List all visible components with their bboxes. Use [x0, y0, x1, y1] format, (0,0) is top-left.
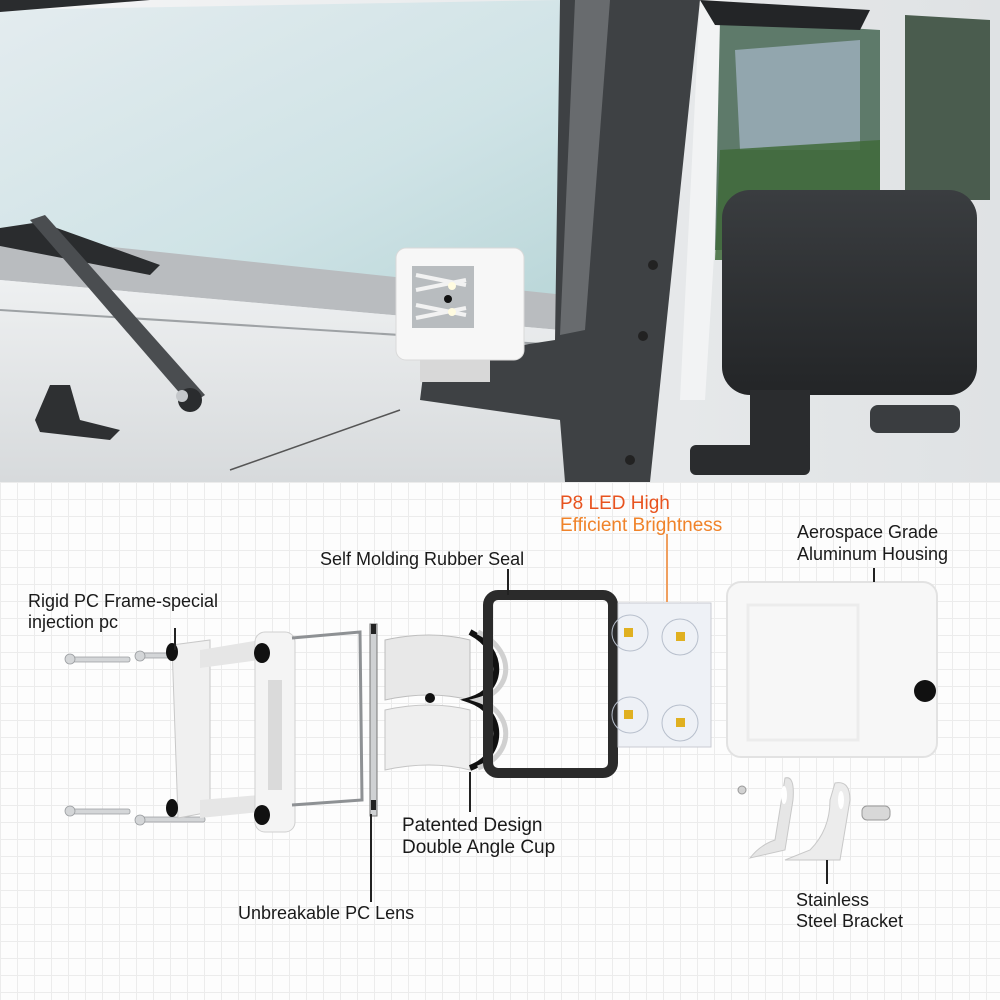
vehicle-photo-illustration — [0, 0, 1000, 482]
exploded-view-diagram — [0, 482, 1000, 1000]
leader-housing — [873, 568, 875, 582]
hood-latch — [35, 385, 120, 440]
led-label-line1: P8 LED High — [560, 493, 670, 514]
leader-bracket — [826, 860, 828, 884]
bracket-label-line1: Stainless — [796, 890, 870, 910]
double-angle-cup — [384, 629, 509, 771]
cup-label-line2: Double Angle Cup — [402, 837, 556, 858]
led-pod-light-photo — [395, 247, 525, 382]
frame-label-line1: Rigid PC Frame-special — [28, 591, 219, 611]
leader-led — [666, 534, 668, 602]
lens-label: Unbreakable PC Lens — [238, 903, 415, 923]
leader-cup — [469, 772, 471, 812]
product-photo — [0, 0, 1000, 482]
cup-label-line1: Patented Design — [402, 815, 543, 836]
pc-lens — [291, 623, 378, 817]
aluminum-housing — [726, 581, 938, 758]
wiper-blade — [0, 222, 160, 275]
leader-lens — [370, 814, 372, 902]
led-label-line2: Efficient Brightness — [560, 515, 723, 536]
leader-seal — [507, 569, 509, 595]
pc-frame — [166, 631, 296, 833]
side-mirror — [722, 190, 977, 395]
housing-label-line2: Aluminum Housing — [797, 544, 949, 564]
steel-bracket — [737, 777, 891, 861]
leader-frame — [174, 628, 176, 650]
windshield — [0, 0, 590, 300]
exploded-parts-illustration — [64, 581, 938, 861]
seal-label: Self Molding Rubber Seal — [320, 549, 525, 569]
led-board — [611, 602, 712, 748]
housing-label-line1: Aerospace Grade — [797, 522, 939, 542]
rubber-seal — [483, 590, 618, 778]
bracket-label-line2: Steel Bracket — [796, 911, 904, 931]
frame-label-line2: injection pc — [28, 612, 119, 632]
wiper-arm — [30, 215, 205, 405]
